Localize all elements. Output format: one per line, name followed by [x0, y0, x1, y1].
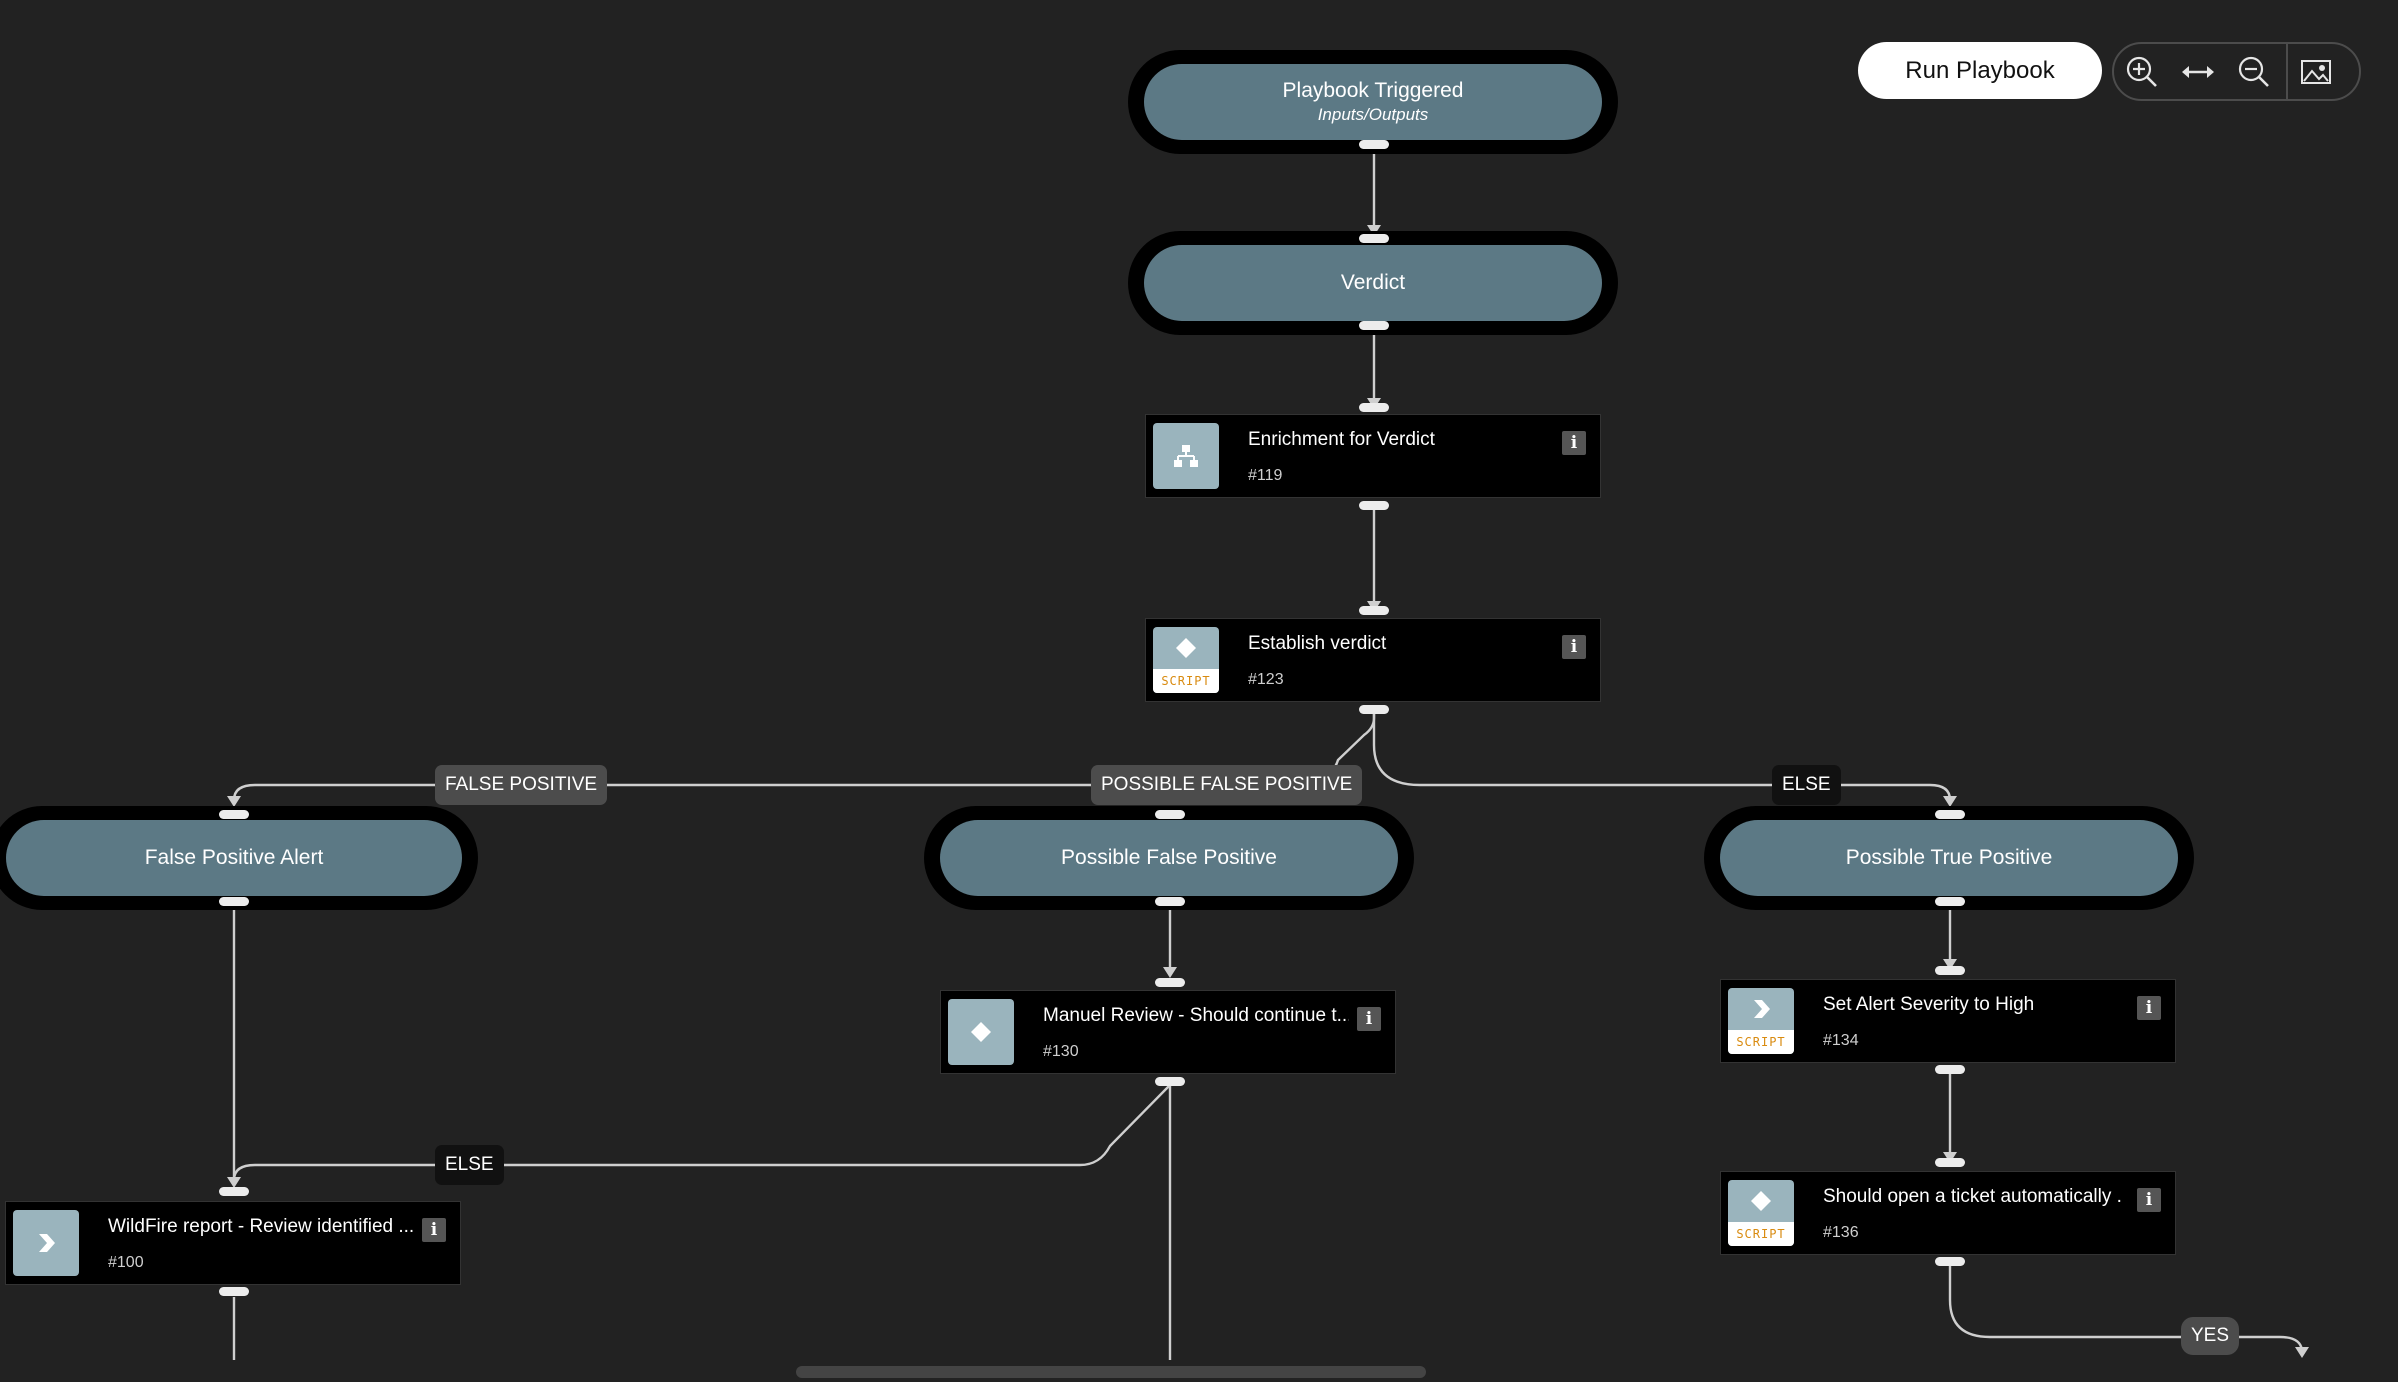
task-name: Enrichment for Verdict	[1248, 429, 1435, 450]
edge-label-possible-false-positive[interactable]: POSSIBLE FALSE POSITIVE	[1091, 765, 1363, 805]
condition-icon	[948, 999, 1014, 1065]
connector-handle[interactable]	[1359, 705, 1389, 714]
run-playbook-button[interactable]: Run Playbook	[1858, 42, 2102, 99]
fit-width-icon[interactable]	[2170, 44, 2226, 99]
connector-handle[interactable]	[1359, 234, 1389, 243]
zoom-in-icon[interactable]	[2114, 44, 2170, 99]
connector-handle[interactable]	[1935, 1065, 1965, 1074]
edge-label-else[interactable]: ELSE	[435, 1145, 504, 1185]
section-verdict[interactable]: Verdict	[1128, 231, 1618, 335]
connector-handle[interactable]	[1359, 501, 1389, 510]
task-set-alert-severity[interactable]: SCRIPT Set Alert Severity to High #134 i	[1720, 979, 2176, 1063]
section-title: Possible True Positive	[1845, 846, 2053, 869]
task-establish-verdict[interactable]: SCRIPT Establish verdict #123 i	[1145, 618, 1601, 702]
section-pill: False Positive Alert	[6, 820, 462, 896]
section-possible-false-positive[interactable]: Possible False Positive	[924, 806, 1414, 910]
connector-handle[interactable]	[1359, 403, 1389, 412]
connector-handle[interactable]	[1155, 810, 1185, 819]
image-icon[interactable]	[2288, 44, 2344, 99]
connector-handle[interactable]	[219, 1187, 249, 1196]
toolbar-divider	[2286, 44, 2288, 99]
info-icon[interactable]: i	[1562, 431, 1586, 455]
task-name: Should open a ticket automatically ...	[1823, 1186, 2121, 1207]
task-name: Establish verdict	[1248, 633, 1387, 654]
connector-handle[interactable]	[219, 897, 249, 906]
section-possible-true-positive[interactable]: Possible True Positive	[1704, 806, 2194, 910]
edge-label-false-positive[interactable]: FALSE POSITIVE	[435, 765, 608, 805]
connector-handle[interactable]	[1935, 897, 1965, 906]
connector-handle[interactable]	[1935, 1158, 1965, 1167]
task-id: #123	[1248, 671, 1284, 688]
task-manual-review[interactable]: Manuel Review - Should continue t... #13…	[940, 990, 1396, 1074]
section-pill: Possible True Positive	[1720, 820, 2178, 896]
zoom-toolbar	[2112, 42, 2361, 101]
horizontal-scrollbar[interactable]	[796, 1366, 1426, 1378]
connector-handle[interactable]	[219, 810, 249, 819]
task-name: Manuel Review - Should continue t...	[1043, 1005, 1349, 1026]
section-title: Possible False Positive	[1061, 846, 1277, 869]
task-id: #100	[108, 1254, 144, 1271]
edge-label-yes[interactable]: YES	[2181, 1317, 2240, 1355]
connector-handle[interactable]	[1359, 321, 1389, 330]
connector-handle[interactable]	[1155, 978, 1185, 987]
connector-handle[interactable]	[1359, 606, 1389, 615]
section-pill: Possible False Positive	[940, 820, 1398, 896]
task-id: #136	[1823, 1224, 1859, 1241]
script-chevron-icon: SCRIPT	[1728, 988, 1794, 1054]
section-title: Playbook Triggered	[1282, 79, 1464, 102]
sub-playbook-icon	[1153, 423, 1219, 489]
task-wildfire-report[interactable]: WildFire report - Review identified ... …	[5, 1201, 461, 1285]
script-badge: SCRIPT	[1153, 669, 1219, 693]
inputs-outputs-link[interactable]: Inputs/Outputs	[1317, 105, 1429, 124]
info-icon[interactable]: i	[422, 1218, 446, 1242]
connector-handle[interactable]	[1359, 140, 1389, 149]
condition-script-icon: SCRIPT	[1728, 1180, 1794, 1246]
info-icon[interactable]: i	[1562, 635, 1586, 659]
section-playbook-triggered[interactable]: Playbook Triggered Inputs/Outputs	[1128, 50, 1618, 154]
connector-handle[interactable]	[1155, 897, 1185, 906]
section-false-positive-alert[interactable]: False Positive Alert	[0, 806, 478, 910]
section-title: False Positive Alert	[144, 846, 324, 869]
task-id: #119	[1248, 467, 1283, 484]
info-icon[interactable]: i	[2137, 1188, 2161, 1212]
task-enrichment-for-verdict[interactable]: Enrichment for Verdict #119 i	[1145, 414, 1601, 498]
zoom-out-icon[interactable]	[2226, 44, 2282, 99]
section-pill: Verdict	[1144, 245, 1602, 321]
task-open-ticket[interactable]: SCRIPT Should open a ticket automaticall…	[1720, 1171, 2176, 1255]
connector-handle[interactable]	[1935, 1257, 1965, 1266]
section-pill: Playbook Triggered Inputs/Outputs	[1144, 64, 1602, 140]
task-name: Set Alert Severity to High	[1823, 994, 2035, 1015]
info-icon[interactable]: i	[2137, 996, 2161, 1020]
edge-label-else[interactable]: ELSE	[1772, 765, 1841, 805]
script-badge: SCRIPT	[1728, 1222, 1794, 1246]
action-chevron-icon	[13, 1210, 79, 1276]
task-name: WildFire report - Review identified ...	[108, 1216, 414, 1237]
info-icon[interactable]: i	[1357, 1007, 1381, 1031]
connector-handle[interactable]	[1935, 966, 1965, 975]
script-badge: SCRIPT	[1728, 1030, 1794, 1054]
connector-handle[interactable]	[1155, 1077, 1185, 1086]
condition-script-icon: SCRIPT	[1153, 627, 1219, 693]
section-title: Verdict	[1340, 271, 1406, 294]
task-id: #134	[1823, 1032, 1859, 1049]
connector-handle[interactable]	[219, 1287, 249, 1296]
connector-handle[interactable]	[1935, 810, 1965, 819]
task-id: #130	[1043, 1043, 1079, 1060]
